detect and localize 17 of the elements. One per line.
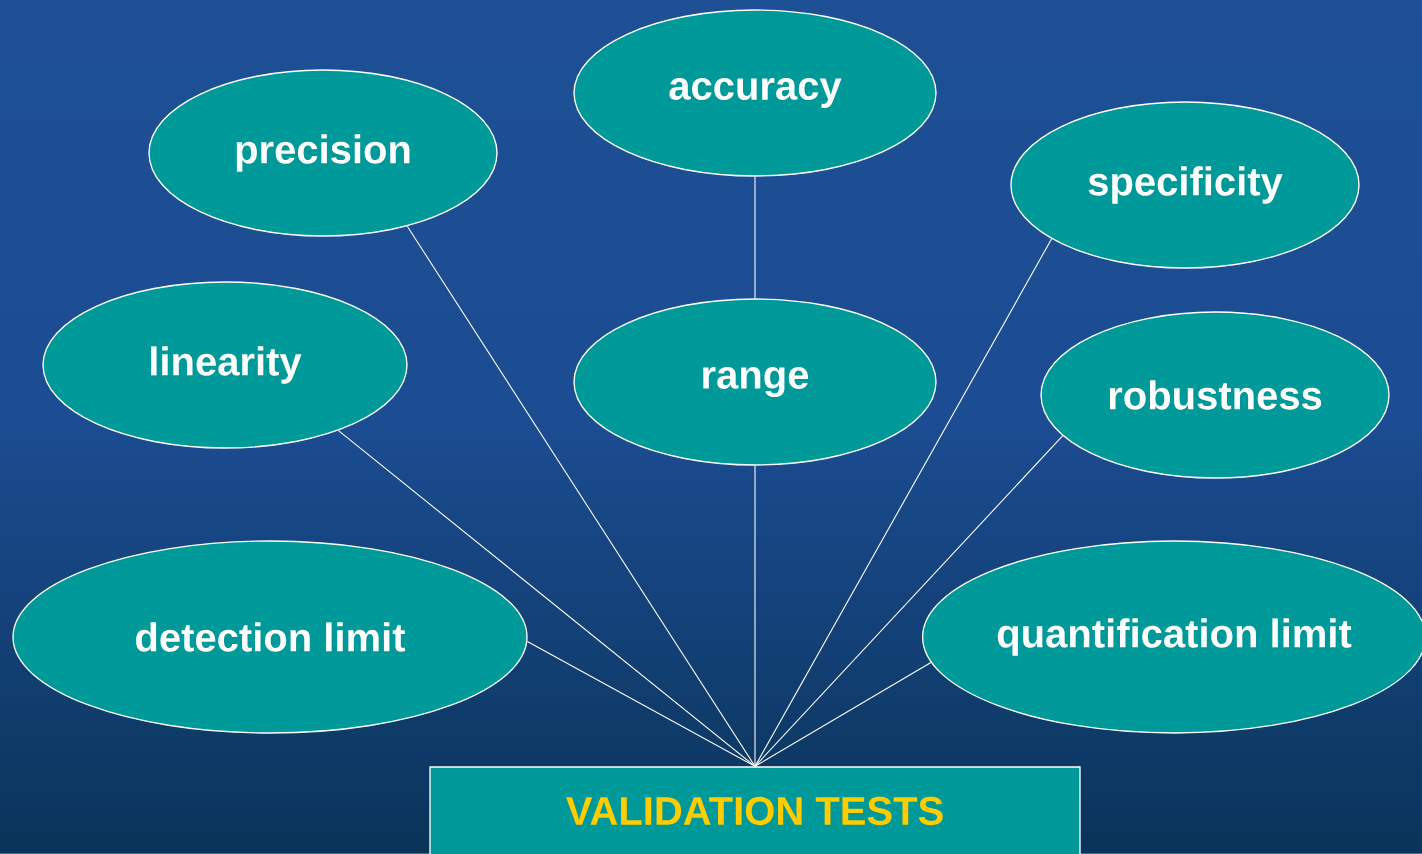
connector-line <box>754 176 756 299</box>
ellipse-node: robustness <box>1040 311 1390 479</box>
connector-line <box>754 435 1064 767</box>
ellipse-node: accuracy <box>573 9 937 177</box>
ellipse-node: detection limit <box>12 540 528 734</box>
connector-line <box>754 465 756 767</box>
ellipse-node: linearity <box>42 281 408 449</box>
title-box: VALIDATION TESTS <box>429 766 1081 854</box>
connector-line <box>754 238 1053 767</box>
connector-line <box>406 225 756 767</box>
ellipse-node: precision <box>148 69 498 237</box>
ellipse-node: range <box>573 298 937 466</box>
ellipse-node: specificity <box>1010 101 1360 269</box>
connector-line <box>526 640 756 767</box>
connector-line <box>754 662 932 767</box>
ellipse-node: quantification limit <box>921 540 1422 734</box>
connector-line <box>338 430 756 767</box>
